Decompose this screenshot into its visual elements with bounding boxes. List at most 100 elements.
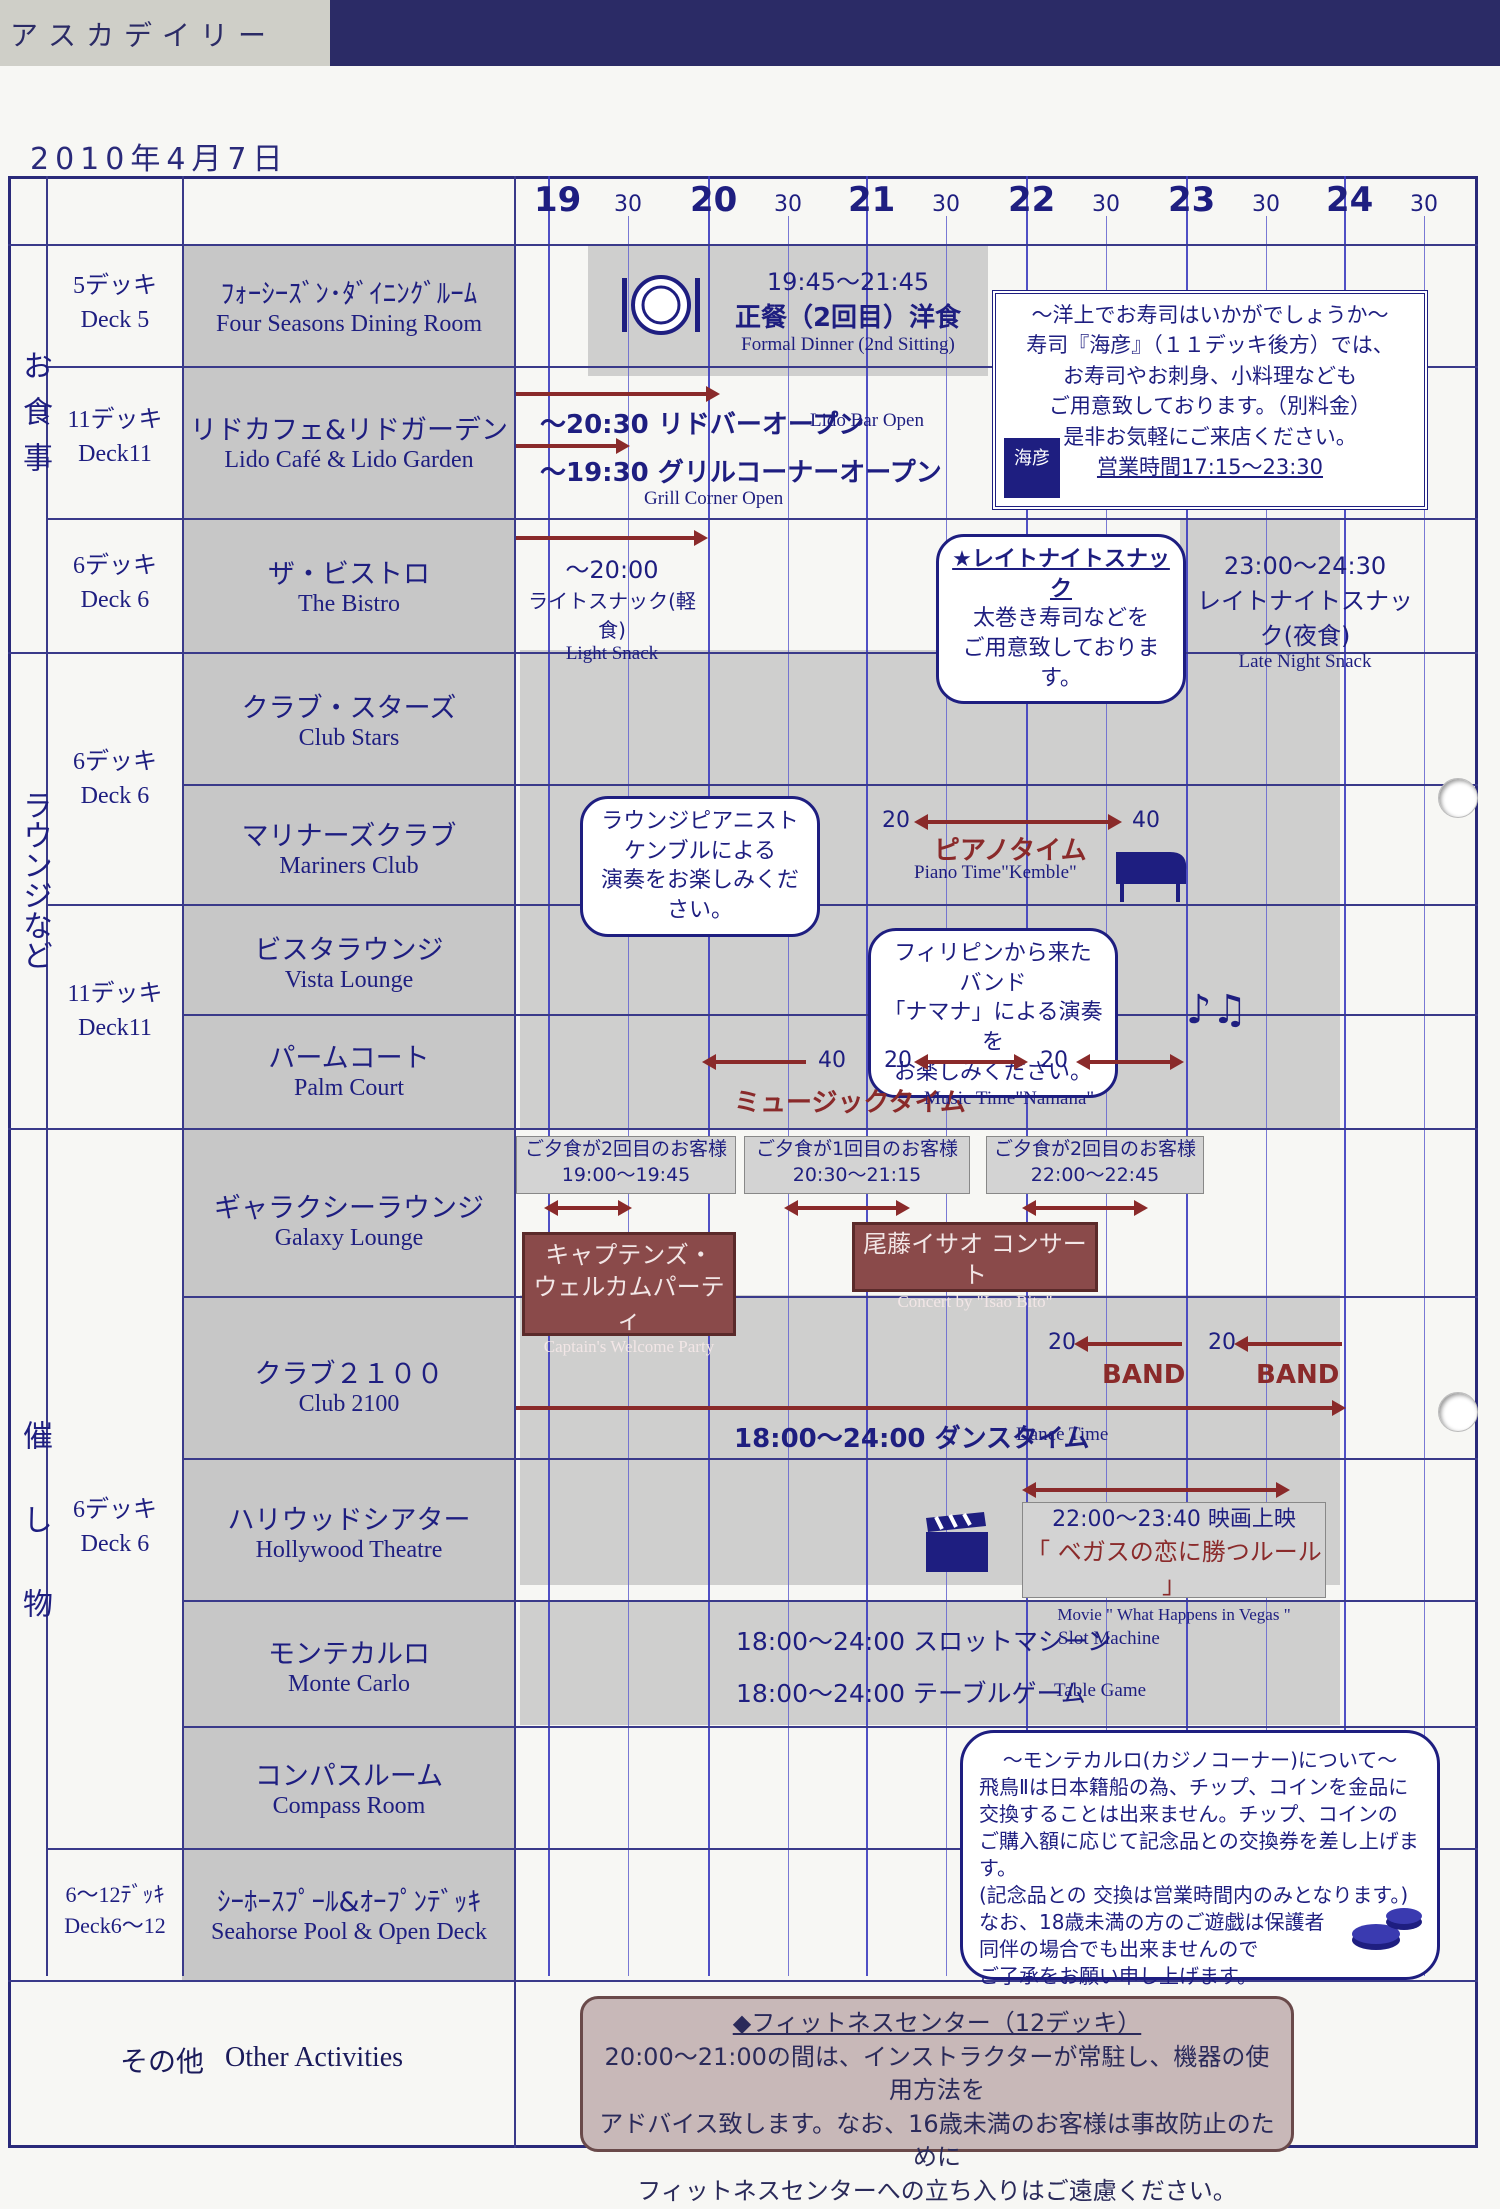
hour-line — [708, 176, 710, 1976]
bubble-title: ★レイトナイトスナック — [952, 547, 1170, 602]
time-arrow — [914, 1054, 1028, 1070]
category-dining: お食事 — [17, 350, 52, 488]
venue-jp: パームコート — [268, 1043, 430, 1074]
category-lounge: ラウンジなど — [17, 790, 52, 970]
col-line — [514, 176, 516, 2148]
row-line — [182, 1600, 1478, 1602]
table-event: 18:00〜24:00 テーブルゲーム — [736, 1679, 1086, 1708]
dinner-event: 19:45〜21:45 正餐（2回目）洋食 Formal Dinner (2nd… — [708, 262, 988, 356]
event-en: Concert by "Isao Bito" — [897, 1292, 1053, 1312]
time-arrow — [1022, 1200, 1148, 1216]
venue-jp: クラブ２１００ — [254, 1359, 444, 1390]
time-arrow — [914, 814, 1122, 830]
event-time: 22:00〜23:40 映画上映 — [1052, 1507, 1296, 1532]
notice-line: 20:00〜21:00の間は、インストラクターが常駐し、機器の使用方法を — [604, 2042, 1270, 2105]
venue-jp: ザ・ビストロ — [268, 559, 430, 590]
deck-en: Deck 6 — [80, 586, 150, 613]
half-label: 30 — [1092, 192, 1120, 217]
half-label: 30 — [614, 192, 642, 217]
casino-chips-icon — [1346, 1900, 1426, 1960]
grill-event: 〜19:30 グリルコーナーオープン — [540, 458, 942, 488]
venue-en: Lido Café & Lido Garden — [224, 447, 474, 473]
venue-jp: リドカフェ&リドガーデン — [189, 415, 509, 446]
music-notes-icon: ♪♫ — [1186, 987, 1248, 1033]
deck-en: Deck11 — [78, 1014, 152, 1041]
other-label-jp: その他 — [120, 2045, 205, 2078]
event-title: ライトスナック(軽食) — [528, 589, 696, 642]
event-time: 19:45〜21:45 — [766, 268, 930, 296]
event-title: 尾藤イサオ コンサート — [863, 1230, 1087, 1290]
slot-en: Slot Machine — [1058, 1628, 1160, 1649]
time-arrow — [1076, 1054, 1184, 1070]
deck-jp: 6〜12ﾃﾞｯｷ — [65, 1882, 165, 1907]
venue-en: Palm Court — [293, 1075, 404, 1101]
event-title: 「 ベガスの恋に勝つルール 」 — [1026, 1537, 1322, 1600]
venue-jp: ハリウッドシアター — [227, 1505, 471, 1536]
row-line — [182, 1014, 1478, 1016]
lido-bar-en: Lido Bar Open — [810, 410, 924, 431]
hour-line — [548, 176, 550, 1976]
half-line — [1424, 216, 1425, 1976]
bubble-line: フィリピンから来たバンド — [894, 941, 1092, 996]
music-title: ミュージックタイム — [734, 1088, 966, 1118]
bistro-event: 〜20:00 ライトスナック(軽食) Light Snack — [522, 550, 702, 665]
event-en: Movie " What Happens in Vegas " — [1057, 1604, 1291, 1624]
late-shade — [1180, 520, 1340, 650]
category-events: 催し物 — [17, 1420, 52, 1672]
venue-jp: マリナーズクラブ — [241, 821, 457, 852]
hour-line — [866, 176, 868, 1976]
music-20b: 20 — [1040, 1048, 1068, 1073]
event-title: 正餐（2回目）洋食 — [734, 303, 962, 333]
sushi-logo: 海彦 — [1004, 438, 1060, 498]
concert-event: 尾藤イサオ コンサート Concert by "Isao Bito" — [852, 1222, 1098, 1311]
venue-en: Club 2100 — [298, 1391, 400, 1417]
event-title: レイトナイトスナック(夜食) — [1197, 587, 1413, 650]
notice-title: ◆フィットネスセンター（12デッキ） — [732, 2009, 1142, 2037]
venue-en: Four Seasons Dining Room — [215, 311, 482, 337]
hour-label: 24 — [1326, 180, 1374, 220]
row-line — [182, 1296, 1478, 1298]
late-snack-event: 23:00〜24:30 レイトナイトスナック(夜食) Late Night Sn… — [1190, 546, 1420, 673]
venue-jp: ﾌｫｰｼｰｽﾞﾝ･ﾀﾞｲﾆﾝｸﾞﾙｰﾑ — [220, 279, 478, 310]
piano-end: 40 — [1132, 808, 1160, 833]
venue-column-bg — [182, 246, 514, 1980]
notice-line: 飛鳥Ⅱは日本籍船の為、チップ、コインを金品に — [979, 1775, 1409, 1799]
venue-en: Vista Lounge — [284, 967, 414, 993]
time-arrow — [516, 1400, 1346, 1416]
half-line — [1106, 216, 1107, 1976]
clapperboard-icon — [922, 1510, 992, 1574]
table-en: Table Game — [1054, 1680, 1147, 1701]
half-label: 30 — [774, 192, 802, 217]
notice-hours: 営業時間17:15〜23:30 — [1096, 455, 1324, 480]
time-arrow — [544, 1200, 632, 1216]
box-line: ご夕食が1回目のお客様 — [755, 1138, 959, 1160]
notice-line: ご購入額に応じて記念品との交換券を差し上げます。 — [979, 1829, 1419, 1880]
row-line — [182, 1726, 1478, 1728]
deck-jp: 6デッキ — [73, 749, 157, 775]
col-line — [46, 176, 48, 1976]
dining-plate-icon — [616, 270, 706, 340]
piano-title: ピアノタイム — [934, 836, 1087, 866]
bubble-line: 太巻き寿司などを — [972, 606, 1149, 632]
binder-hole — [1438, 778, 1478, 818]
notice-title: 〜モンテカルロ(カジノコーナー)について〜 — [1002, 1748, 1398, 1772]
row-line — [46, 1848, 1478, 1850]
notice-line: ご用意致しております。（別料金） — [1048, 394, 1372, 419]
venue-jp: コンパスルーム — [254, 1761, 444, 1792]
event-time: 23:00〜24:30 — [1223, 552, 1387, 580]
deck-en: Deck 6 — [80, 1530, 150, 1557]
hour-label: 20 — [690, 180, 738, 220]
half-line — [788, 216, 789, 1976]
half-label: 30 — [932, 192, 960, 217]
bubble-line: 「ナマナ」による演奏を — [883, 1000, 1103, 1056]
binder-hole — [1438, 1392, 1478, 1432]
box-line: 20:30〜21:15 — [792, 1163, 922, 1186]
notice-line: 〜洋上でお寿司はいかがでしょうか〜 — [1031, 303, 1389, 327]
